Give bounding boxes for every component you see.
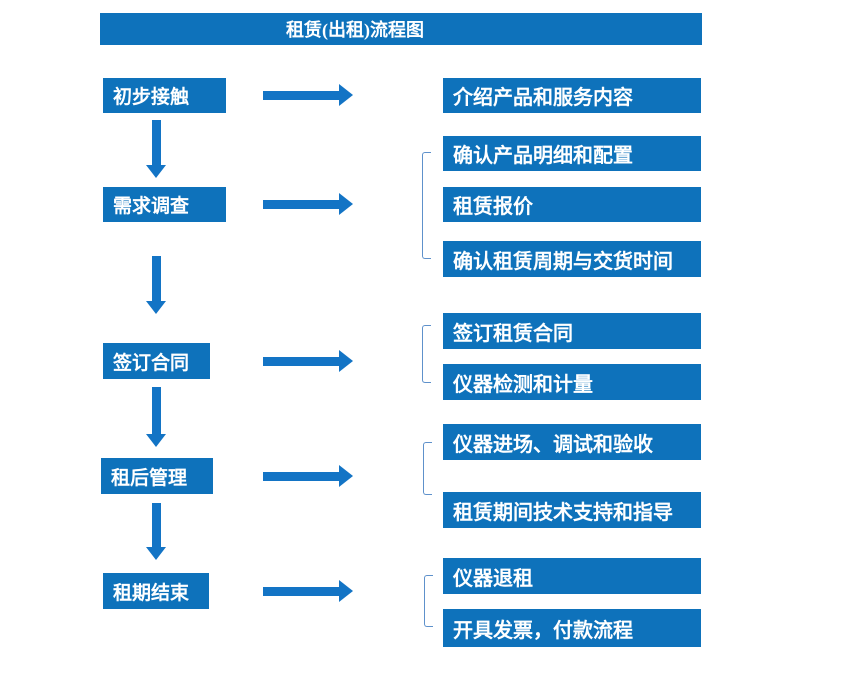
down-arrow [146,503,167,560]
group-bracket [424,575,433,627]
down-arrow-shaft [152,120,161,165]
right-arrow-shaft [263,90,339,100]
output-box-invoice-payment: 开具发票，付款流程 [443,609,701,647]
stage-box-initial-contact: 初步接触 [103,78,226,113]
down-arrow-head [146,434,166,447]
right-arrow [263,580,353,602]
output-box-instrument-inspection: 仪器检测和计量 [443,364,701,400]
down-arrow-shaft [152,387,161,434]
right-arrow-shaft [263,586,339,596]
output-box-confirm-product-details: 确认产品明细和配置 [443,136,701,171]
right-arrow-head [339,350,353,372]
output-box-introduce-products: 介绍产品和服务内容 [443,78,701,113]
right-arrow-head [339,84,353,106]
down-arrow-head [146,165,166,178]
output-box-sign-rental-contract: 签订租赁合同 [443,313,701,349]
right-arrow [263,465,353,487]
right-arrow-shaft [263,356,339,366]
down-arrow [146,120,167,178]
right-arrow [263,84,353,106]
right-arrow-head [339,465,353,487]
stage-box-sign-contract: 签订合同 [103,343,210,379]
right-arrow-shaft [263,471,339,481]
stage-box-post-rental-management: 租后管理 [101,458,213,494]
down-arrow [146,256,167,314]
right-arrow-head [339,580,353,602]
output-box-technical-support: 租赁期间技术支持和指导 [443,492,701,528]
down-arrow-shaft [152,256,161,301]
down-arrow-shaft [152,503,161,547]
down-arrow-head [146,301,166,314]
output-box-confirm-rental-period: 确认租赁周期与交货时间 [443,241,701,277]
group-bracket [422,152,431,259]
down-arrow [146,387,167,447]
page-title: 租赁(出租)流程图 [286,20,424,40]
group-bracket [423,442,432,495]
down-arrow-head [146,547,166,560]
title-banner: 租赁(出租)流程图 [100,13,702,45]
output-box-instrument-return: 仪器退租 [443,558,701,594]
group-bracket [422,325,431,383]
output-box-instrument-setup: 仪器进场、调试和验收 [443,424,701,460]
stage-box-rental-end: 租期结束 [103,573,209,609]
right-arrow [263,193,353,215]
stage-box-demand-survey: 需求调查 [103,187,226,222]
right-arrow-shaft [263,199,339,209]
right-arrow-head [339,193,353,215]
output-box-rental-quote: 租赁报价 [443,187,701,222]
right-arrow [263,350,353,372]
